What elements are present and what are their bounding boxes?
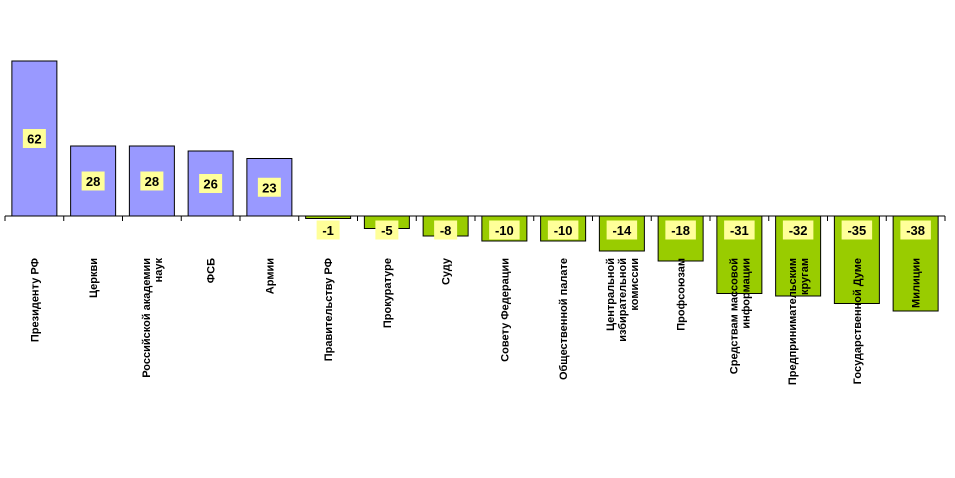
category-label-line: Прокуратуре bbox=[382, 258, 394, 328]
value-label-box bbox=[81, 171, 105, 191]
value-label-box bbox=[547, 220, 579, 240]
category-label-line: избирательной bbox=[617, 258, 629, 342]
value-label-box bbox=[316, 220, 340, 240]
value-label: -14 bbox=[612, 223, 632, 238]
category-label: Общественной палате bbox=[558, 258, 570, 380]
value-label: 62 bbox=[27, 132, 41, 147]
category-label-line: Российской академии bbox=[141, 258, 153, 378]
value-label-box bbox=[724, 220, 755, 240]
category-label-line: комиссии bbox=[629, 258, 641, 311]
category-label-line: Президенту РФ bbox=[29, 258, 41, 342]
value-label: -18 bbox=[671, 223, 690, 238]
category-label-line: Армии bbox=[264, 258, 276, 294]
category-label-line: Центральной bbox=[605, 258, 617, 331]
value-label: 28 bbox=[145, 174, 159, 189]
category-label: Суду bbox=[441, 257, 453, 285]
category-label: Совету Федерации bbox=[499, 258, 511, 362]
category-label-line: Суду bbox=[441, 257, 453, 285]
category-label-line: Предпринимательским bbox=[787, 258, 799, 385]
category-label-line: Государственной Думе bbox=[852, 258, 864, 384]
category-label: Милиции bbox=[911, 258, 923, 308]
value-label-box bbox=[900, 220, 931, 240]
value-label: -31 bbox=[730, 223, 749, 238]
value-label: 23 bbox=[262, 180, 276, 195]
value-label-box bbox=[375, 220, 399, 240]
category-label-line: информации bbox=[740, 258, 752, 329]
value-label-box bbox=[841, 220, 873, 240]
category-label-line: наук bbox=[153, 258, 165, 283]
value-label: 26 bbox=[203, 177, 217, 192]
value-label-box bbox=[199, 174, 223, 193]
value-label: -38 bbox=[906, 223, 925, 238]
value-label: -8 bbox=[440, 223, 452, 238]
category-label-line: Милиции bbox=[911, 258, 923, 308]
category-label-line: ФСБ bbox=[206, 258, 218, 283]
category-label-line: Правительству РФ bbox=[323, 258, 335, 361]
category-label-line: кругам bbox=[799, 258, 811, 295]
value-label: -35 bbox=[847, 223, 866, 238]
category-label-line: Профсоюзам bbox=[676, 258, 688, 331]
category-label-line: Средствам массовой bbox=[728, 258, 740, 374]
value-label: 28 bbox=[86, 174, 100, 189]
value-label-box bbox=[606, 220, 638, 240]
category-label: Церкви bbox=[88, 258, 100, 298]
value-label-box bbox=[22, 129, 46, 148]
value-label: -5 bbox=[381, 223, 393, 238]
value-label-box bbox=[782, 220, 814, 240]
category-label: Армии bbox=[264, 258, 276, 294]
value-label: -10 bbox=[554, 223, 573, 238]
category-label: Государственной Думе bbox=[852, 258, 864, 384]
category-label: Президенту РФ bbox=[29, 258, 41, 342]
value-label-box bbox=[489, 220, 520, 240]
category-label: Профсоюзам bbox=[676, 258, 688, 331]
category-label-line: Общественной палате bbox=[558, 258, 570, 380]
value-label: -32 bbox=[789, 223, 808, 238]
value-label-box bbox=[140, 171, 164, 191]
category-label: Правительству РФ bbox=[323, 258, 335, 361]
bar bbox=[305, 215, 352, 219]
value-label-box bbox=[434, 220, 458, 240]
value-label-box bbox=[665, 220, 696, 240]
value-labels-layer: 62 28 28 26 23 -1 -5 -8 -10 -10 -14 -18 -31 -32 -35 -38 bbox=[22, 129, 931, 240]
category-label-line: Совету Федерации bbox=[499, 258, 511, 362]
value-label-box bbox=[257, 177, 281, 197]
category-label-line: Церкви bbox=[88, 258, 100, 298]
value-label: -10 bbox=[495, 223, 514, 238]
category-label: ФСБ bbox=[206, 258, 218, 283]
value-label: -1 bbox=[322, 223, 334, 238]
category-label: Прокуратуре bbox=[382, 258, 394, 328]
